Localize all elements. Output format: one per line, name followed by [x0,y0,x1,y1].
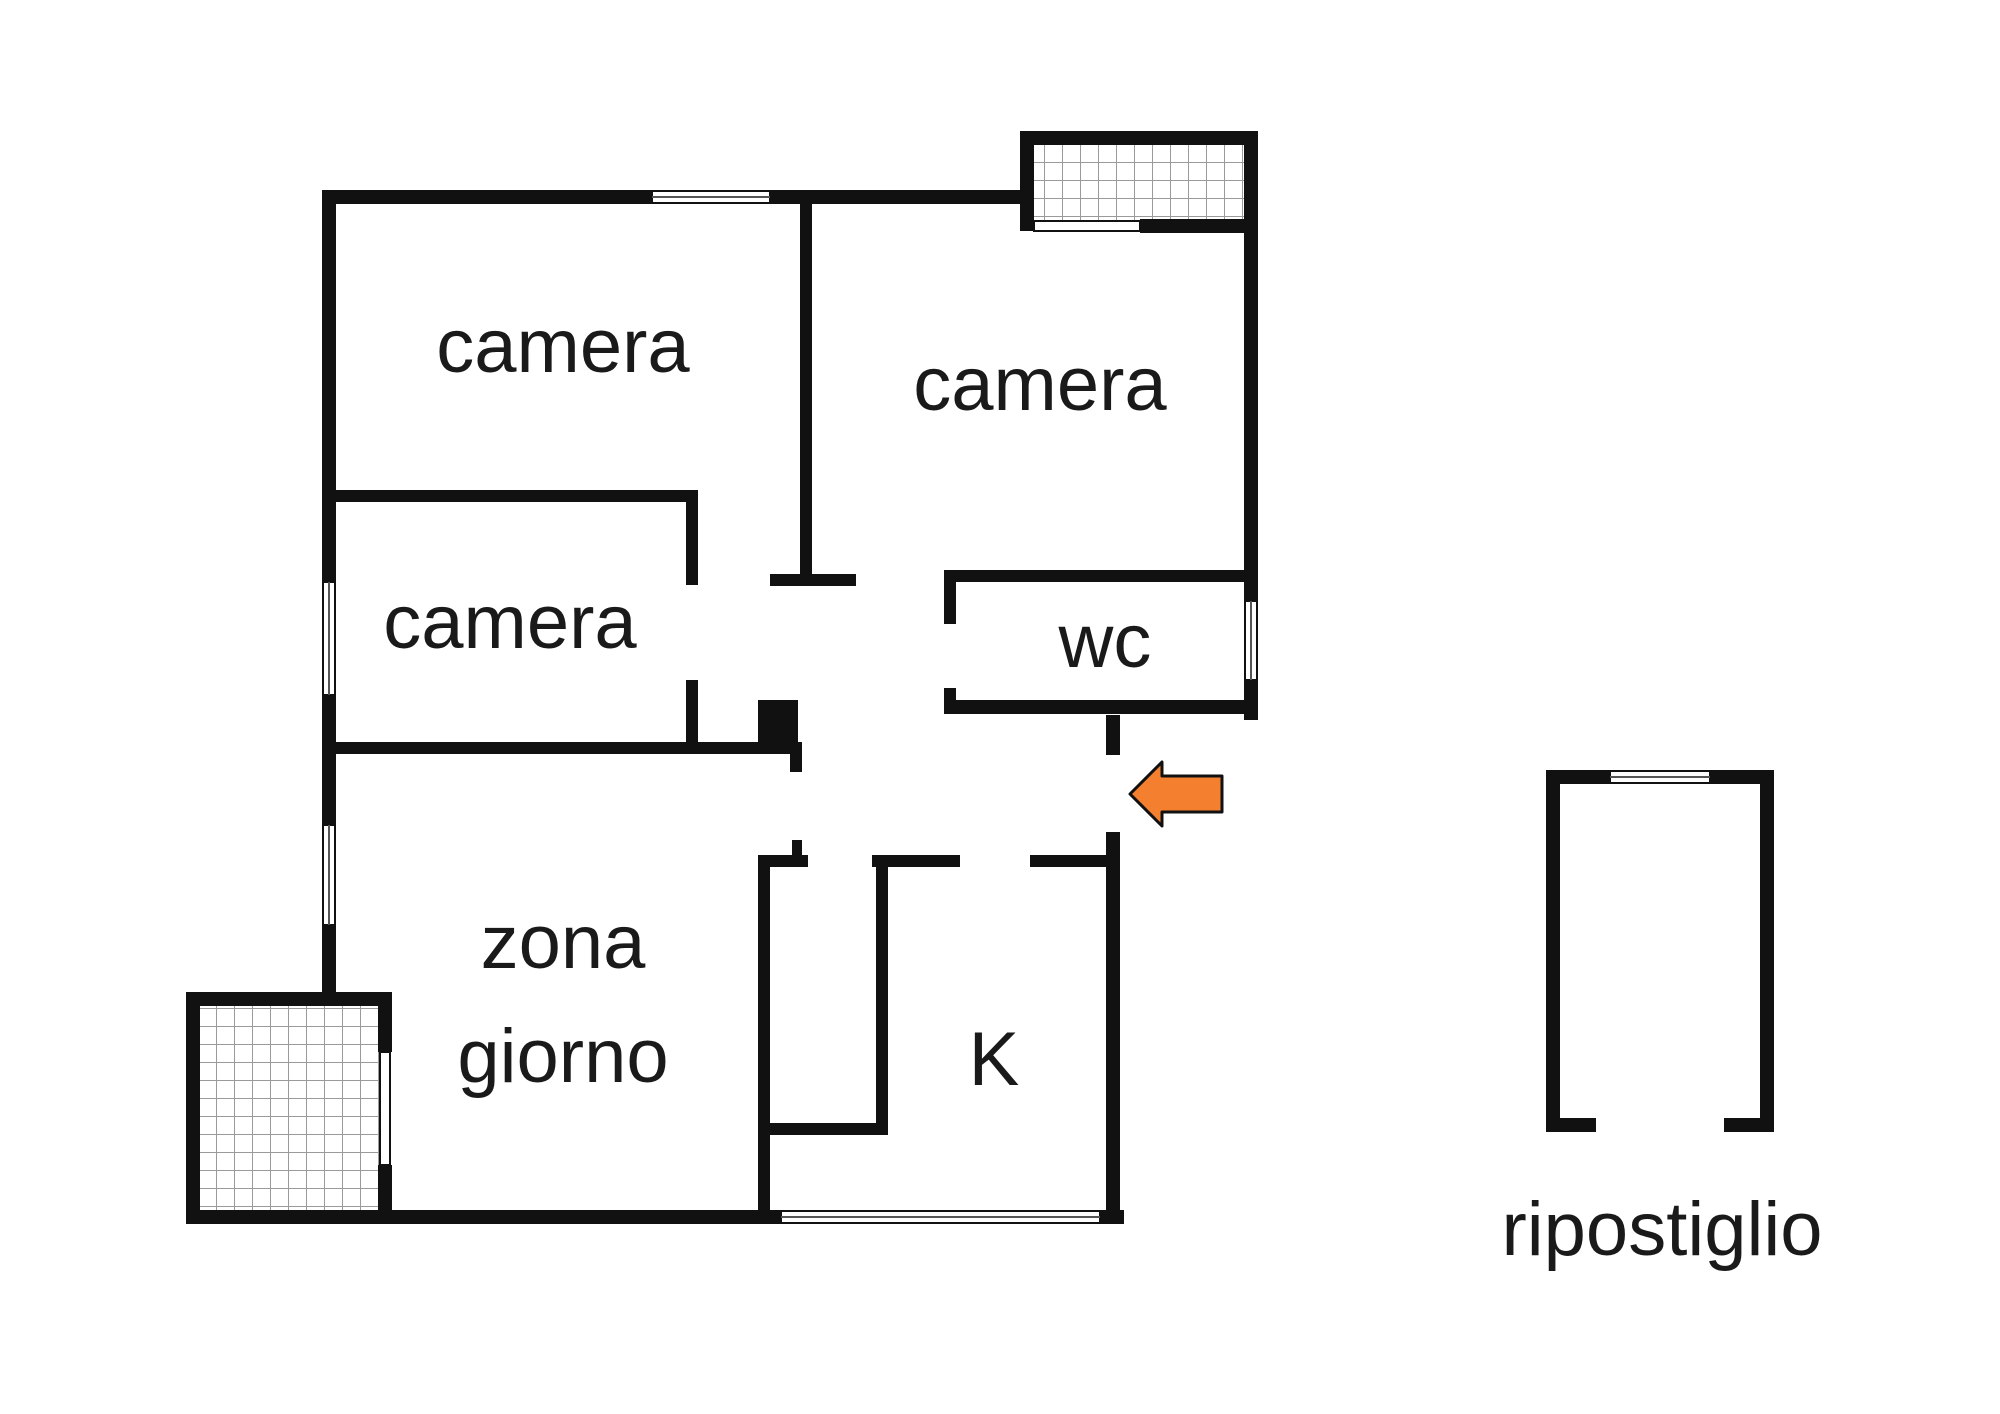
room-label-wc: wc [1058,599,1152,684]
arrow-left-icon [1128,760,1224,828]
apartment-walls [186,131,1258,1224]
balcony-top-right [1020,131,1258,233]
window-top [651,190,771,204]
room-label-camera-top-left: camera [436,304,690,389]
window-storage [1609,770,1711,784]
room-label-camera-middle: camera [383,580,637,665]
room-label-zona: zona [481,900,647,985]
room-label-kitchen: K [969,1017,1020,1102]
room-label-camera-top-right: camera [913,342,1167,427]
window-left-zona [322,824,336,926]
window-left-camera [322,581,336,696]
window-wc [1244,600,1258,681]
room-label-giorno: giorno [457,1014,668,1099]
storage-walls [1546,770,1774,1132]
window-bottom [780,1210,1101,1224]
room-label-storage: ripostiglio [1501,1187,1822,1272]
balcony-bottom-left [186,992,392,1224]
